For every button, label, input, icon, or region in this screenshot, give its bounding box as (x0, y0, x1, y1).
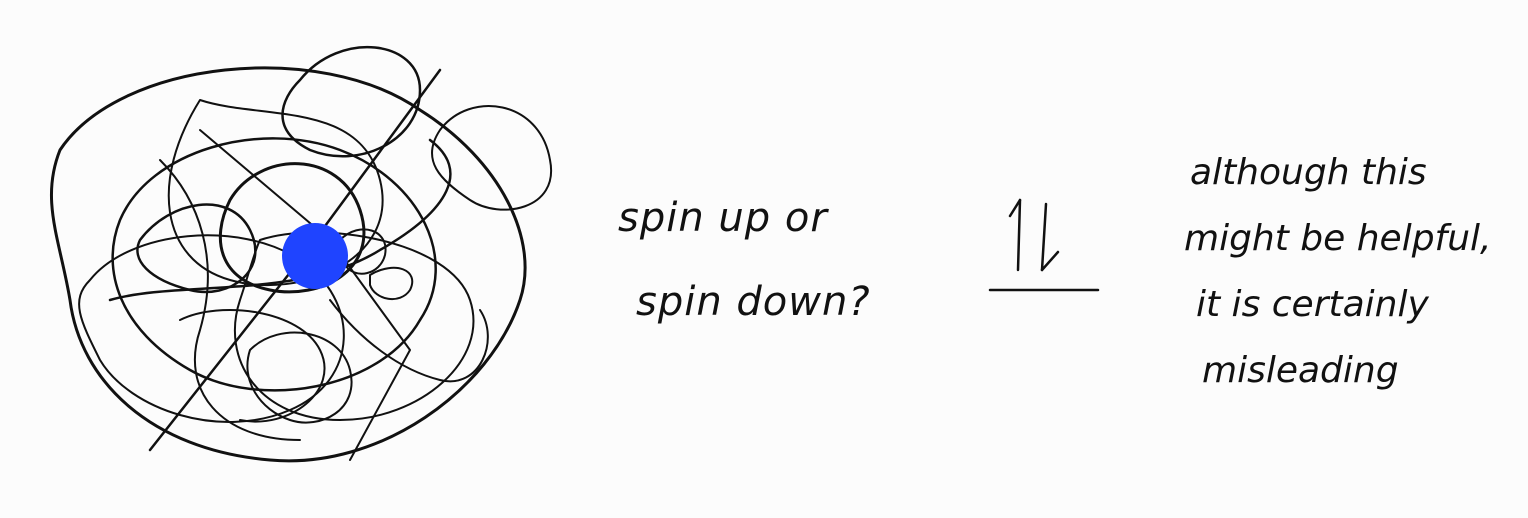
spin-question: spin up or spin down? (618, 176, 871, 344)
note-line-2: might be helpful, (1184, 218, 1492, 259)
side-note: although this might be helpful, it is ce… (1184, 140, 1492, 404)
spin-down-arrow (1040, 202, 1048, 272)
question-line-1: spin up or (618, 195, 828, 241)
up-down-arrows-icon (988, 198, 1100, 292)
particle-dot-icon (282, 223, 348, 289)
spin-down-arrow-head (1040, 250, 1060, 272)
tangled-scribble-icon (49, 45, 553, 463)
question-line-2: spin down? (636, 279, 871, 325)
note-line-3: it is certainly (1196, 284, 1429, 325)
spin-up-arrow (1016, 198, 1022, 272)
spin-up-arrow-head (1008, 198, 1022, 218)
note-line-1: although this (1190, 152, 1427, 193)
note-line-4: misleading (1202, 350, 1399, 391)
